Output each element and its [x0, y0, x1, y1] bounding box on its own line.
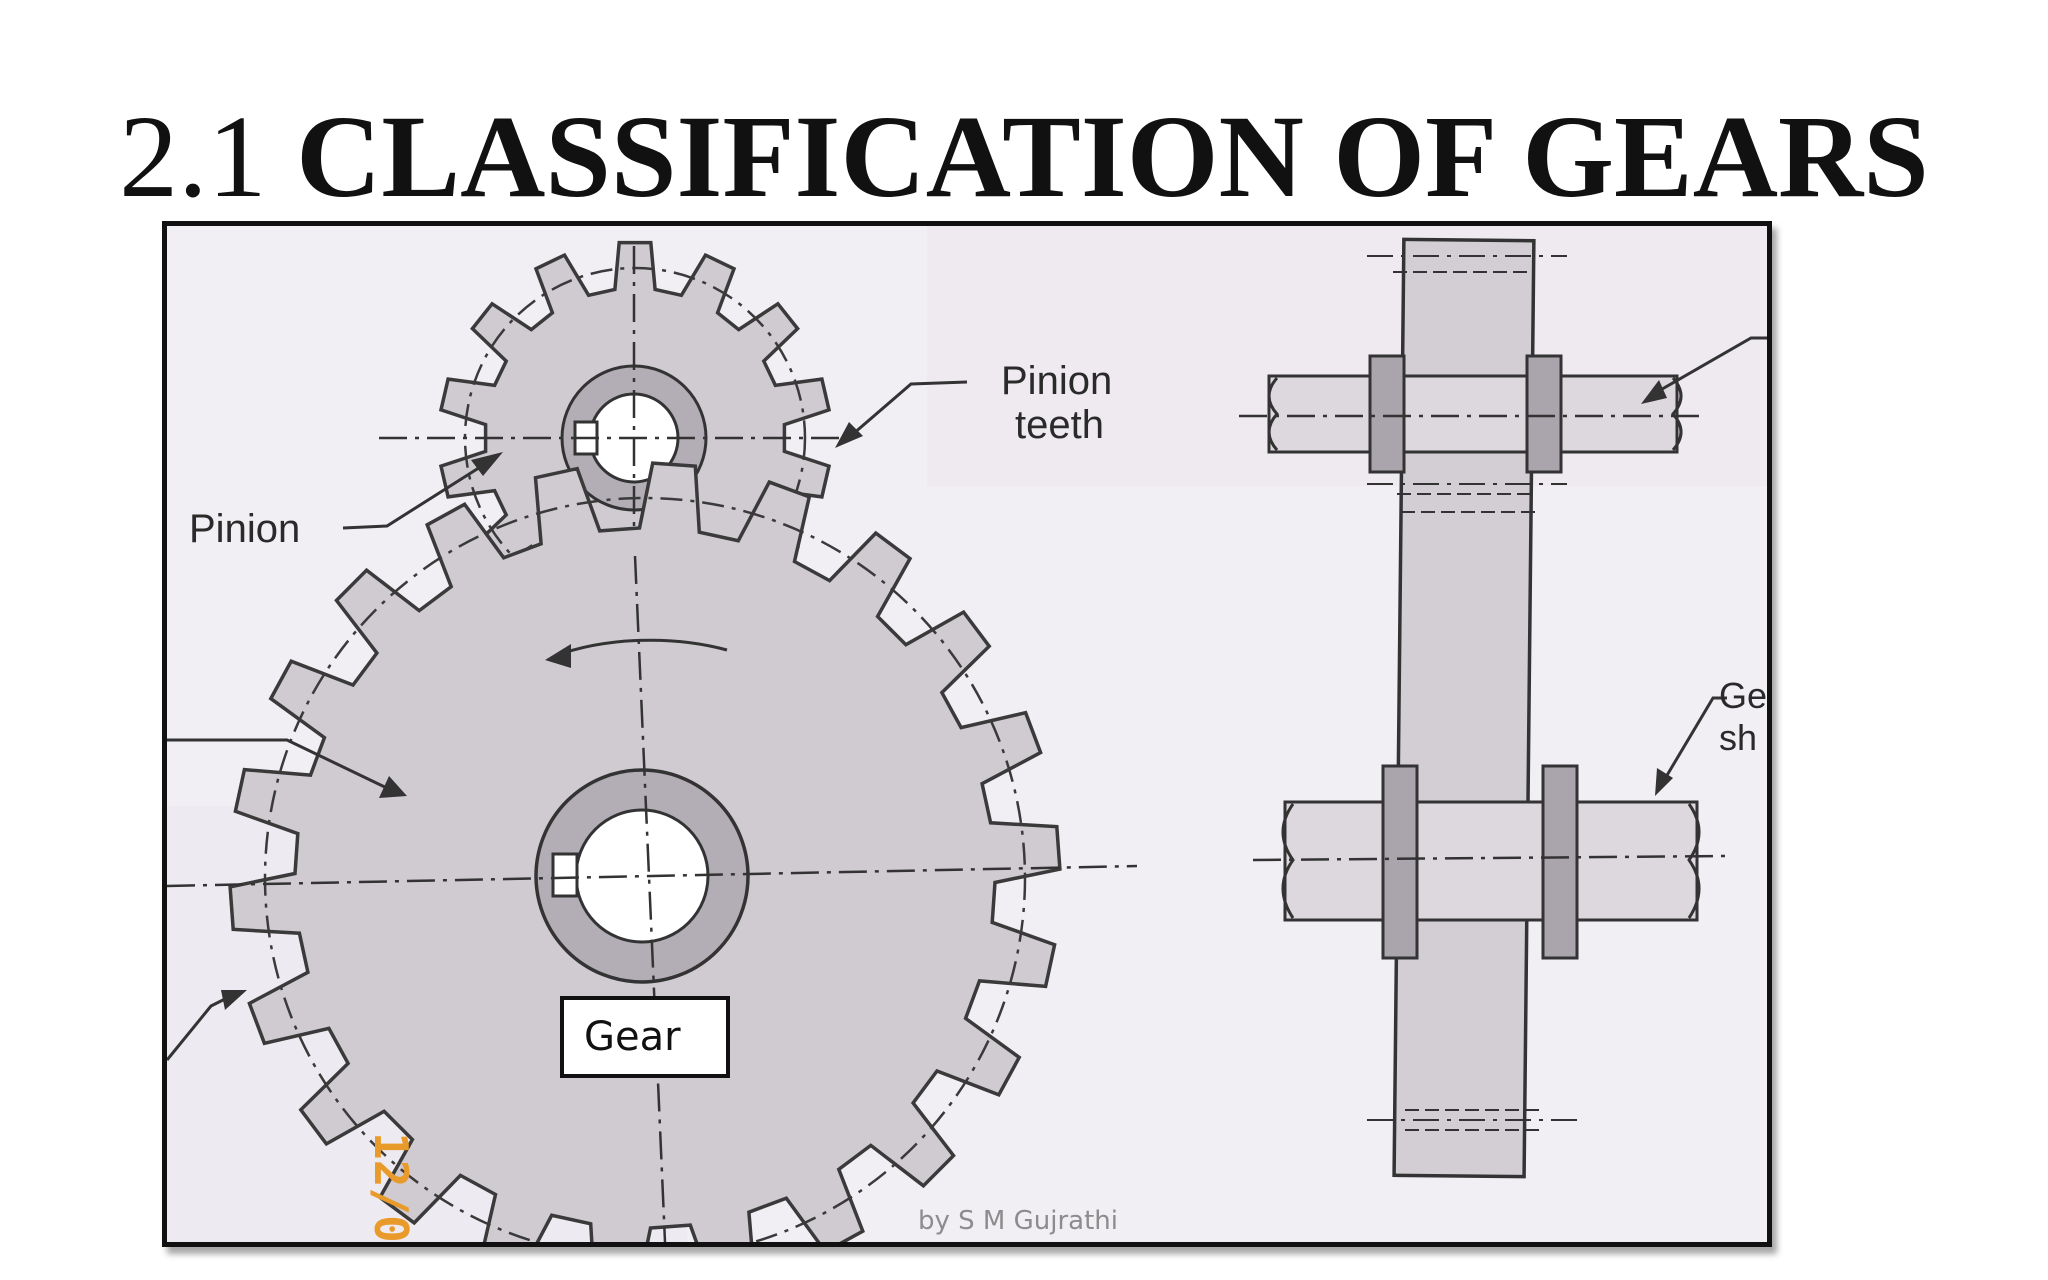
pinion-shaft: [1267, 374, 1679, 454]
label-pinion-teeth-line1: Pinion: [1001, 359, 1112, 403]
title-number: 2.1: [119, 91, 267, 222]
title-text: CLASSIFICATION OF GEARS: [296, 91, 1929, 222]
label-gear-shaft-line2: sh: [1719, 717, 1757, 758]
gear-diagram-drawing: Pinion teeth Pinion Ge sh 12/03: [167, 226, 1767, 1242]
side-view-gear-web: [1392, 237, 1536, 1179]
label-pinion-teeth-line2: teeth: [1015, 403, 1104, 447]
photo-date-stamp: 12/03: [364, 1132, 418, 1242]
gear-pitch-circle: [263, 496, 1027, 1242]
pinion-hub-right: [1525, 354, 1563, 474]
gear-hub-left: [1381, 764, 1419, 960]
pinion-hub-left: [1368, 354, 1406, 474]
label-pinion: Pinion: [189, 507, 300, 551]
gear-diagram-photo: Pinion teeth Pinion Ge sh 12/03: [162, 221, 1772, 1247]
slide-title: 2.1 CLASSIFICATION OF GEARS: [0, 92, 2048, 222]
gear-shaft: [1283, 800, 1699, 922]
author-credit: by S M Gujrathi: [918, 1206, 1118, 1236]
gear-hub-right: [1541, 764, 1579, 960]
label-gear-shaft-line1: Ge: [1719, 675, 1767, 716]
gear-callout-box: Gear: [560, 996, 730, 1078]
